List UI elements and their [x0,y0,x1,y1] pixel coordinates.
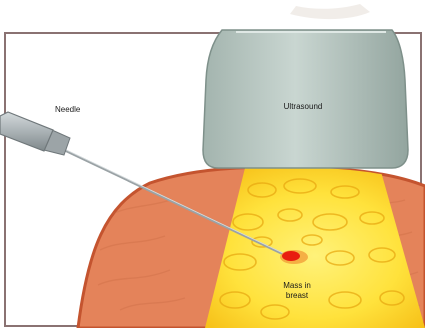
mass-label-line2: breast [286,291,309,300]
mass-label-line1: Mass in [283,281,311,290]
needle-label: Needle [55,105,81,114]
mass-lesion-icon [280,250,308,264]
ultrasound-probe-icon [203,30,408,168]
ultrasound-label: Ultrasound [284,102,323,111]
